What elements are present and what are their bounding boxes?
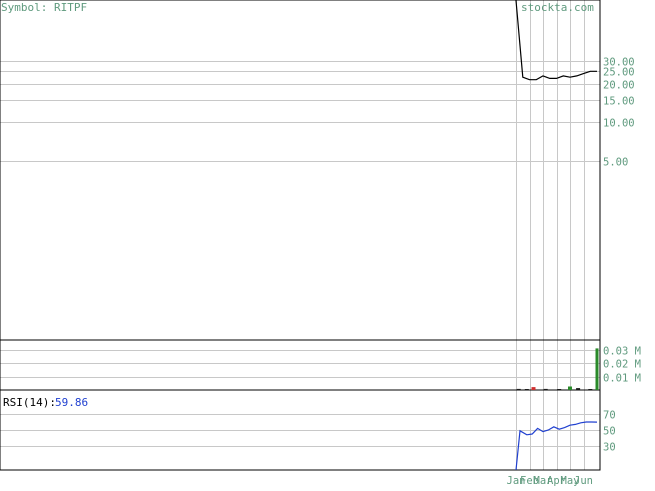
site-brand: stockta.com [521, 1, 594, 14]
volume-bar [595, 348, 599, 390]
rsi-tick-label: 70 [603, 410, 616, 422]
rsi-panel-frame [0, 389, 601, 471]
frame-layer [0, 0, 601, 471]
rsi-tick-label: 30 [603, 442, 616, 454]
x-tick-label: Feb [520, 475, 539, 486]
price-tick-label: 5.00 [603, 157, 628, 169]
x-tick-label: Jun [574, 475, 593, 486]
volume-bar [568, 386, 572, 390]
rsi-current-value: 59.86 [55, 396, 88, 409]
symbol-label: Symbol: RITPF [1, 1, 87, 14]
rsi-label: RSI(14): [3, 396, 56, 409]
volume-bar [531, 387, 536, 390]
rsi-tick-label: 50 [603, 426, 616, 438]
x-tick-label: Jan [507, 475, 526, 486]
volume-bar [524, 389, 529, 390]
volume-tick-label: 0.03 M [603, 346, 641, 358]
grid-layer [0, 0, 600, 470]
price-tick-label: 10.00 [603, 118, 635, 130]
volume-bar [588, 389, 593, 390]
x-tick-label: May [561, 475, 580, 486]
volume-tick-label: 0.01 M [603, 373, 641, 385]
data-layer [515, 0, 599, 471]
volume-tick-label: 0.02 M [603, 359, 641, 371]
price-tick-label: 25.00 [603, 67, 635, 79]
volume-bar [543, 388, 548, 390]
x-tick-label: Apr [547, 475, 566, 486]
volume-bar [576, 388, 581, 390]
price-panel-frame [0, 0, 601, 341]
volume-bar [516, 388, 521, 390]
rsi-line [515, 421, 598, 471]
price-tick-label: 30.00 [603, 57, 635, 69]
volume-bar [557, 389, 562, 390]
x-tick-label: Mar [534, 475, 553, 486]
price-tick-label: 15.00 [603, 96, 635, 108]
price-line [515, 0, 597, 81]
price-tick-label: 20.00 [603, 80, 635, 92]
volume-panel-frame [0, 339, 601, 391]
